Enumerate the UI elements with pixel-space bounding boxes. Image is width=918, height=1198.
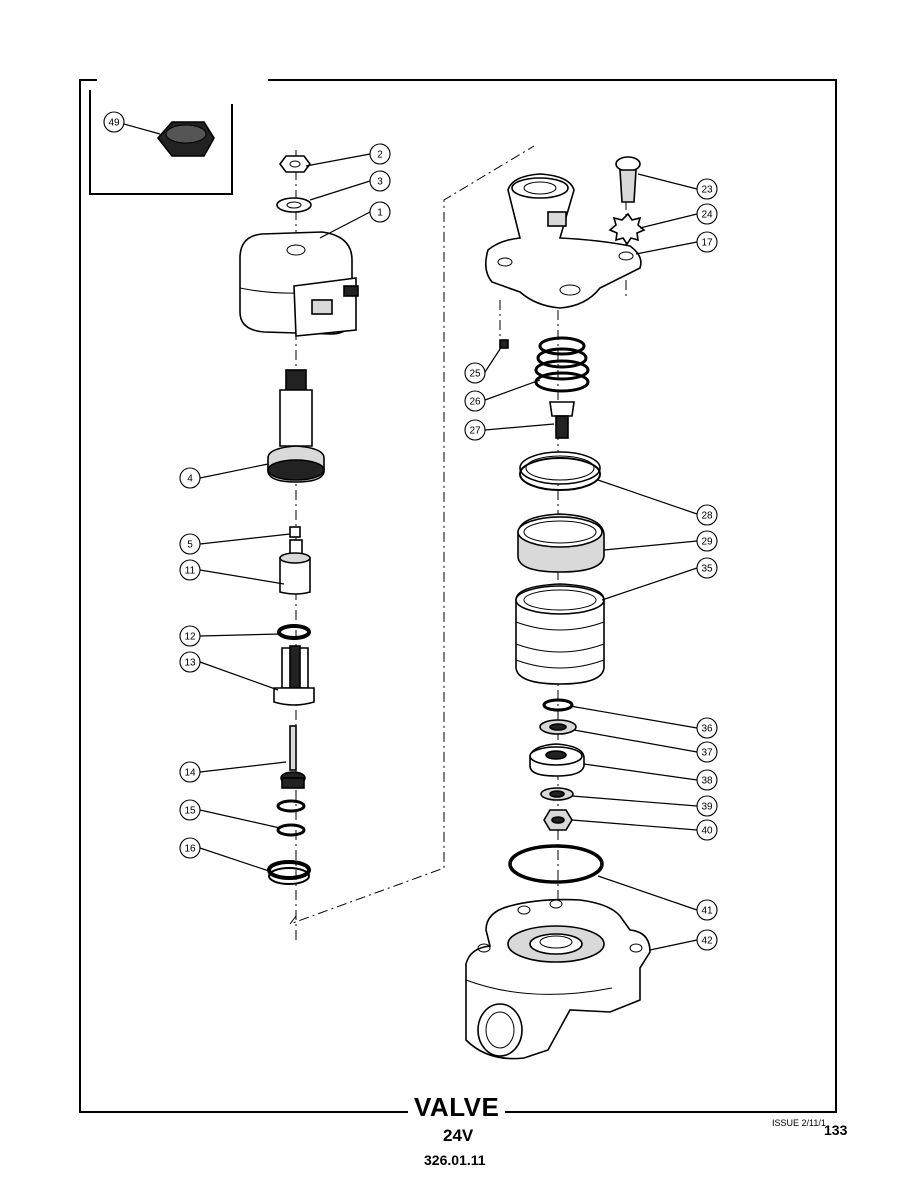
callout-41: 41	[696, 899, 718, 921]
callout-label: 29	[701, 537, 713, 548]
callout-17: 17	[696, 231, 718, 253]
callout-3: 3	[369, 170, 391, 192]
part-24-star-washer	[608, 212, 646, 246]
callout-label: 36	[701, 724, 713, 735]
callout-label: 42	[701, 936, 713, 947]
callout-2: 2	[369, 143, 391, 165]
callout-label: 14	[184, 768, 196, 779]
leader-lines	[123, 123, 698, 951]
part-28-ring	[519, 451, 601, 491]
part-12-o-ring	[277, 624, 311, 640]
part-25-pin	[499, 339, 509, 349]
page-frame	[79, 79, 837, 1113]
part-49-nut	[156, 121, 215, 157]
callout-40: 40	[696, 819, 718, 841]
part-36-o-ring	[542, 698, 574, 712]
callout-label: 25	[469, 369, 481, 380]
callout-label: 2	[377, 150, 383, 161]
callout-label: 13	[184, 658, 196, 669]
part-3-washer	[276, 197, 312, 213]
callout-label: 41	[701, 906, 713, 917]
part-29-band	[517, 513, 605, 573]
callout-49: 49	[103, 111, 125, 133]
part-35-diaphragm	[515, 583, 605, 685]
part-5-pin	[289, 526, 301, 538]
part-23-screw	[615, 156, 641, 203]
diagram-title: VALVE	[408, 1092, 506, 1123]
part-16-seal-ring	[267, 860, 311, 885]
callout-23: 23	[696, 178, 718, 200]
callout-label: 38	[701, 776, 713, 787]
callout-label: 4	[187, 474, 193, 485]
callout-label: 37	[701, 748, 713, 759]
callout-label: 27	[469, 426, 481, 437]
callout-label: 28	[701, 511, 713, 522]
part-1-coil	[239, 231, 359, 337]
callout-37: 37	[696, 741, 718, 763]
callout-24: 24	[696, 203, 718, 225]
part-39-washer	[540, 787, 574, 801]
callout-label: 1	[377, 208, 383, 219]
callout-label: 12	[184, 632, 196, 643]
callout-36: 36	[696, 717, 718, 739]
part-38-seat	[529, 743, 585, 777]
callout-38: 38	[696, 769, 718, 791]
callout-42: 42	[696, 929, 718, 951]
callout-39: 39	[696, 795, 718, 817]
callout-4: 4	[179, 467, 201, 489]
part-17-valve-cover	[484, 173, 642, 309]
callout-label: 39	[701, 802, 713, 813]
part-2-nut	[279, 155, 311, 173]
callout-29: 29	[696, 530, 718, 552]
part-27-pilot	[549, 401, 575, 439]
inset-frame	[89, 90, 233, 195]
callout-label: 15	[184, 806, 196, 817]
callout-label: 26	[469, 397, 481, 408]
part-4-stem	[267, 369, 325, 483]
callout-28: 28	[696, 504, 718, 526]
part-37-washer	[539, 719, 577, 735]
part-13-sleeve	[273, 645, 315, 706]
callout-13: 13	[179, 651, 201, 673]
part-40-nut	[543, 809, 573, 831]
callout-label: 16	[184, 844, 196, 855]
callout-label: 23	[701, 185, 713, 196]
callout-15: 15	[179, 799, 201, 821]
part-code: 326.01.11	[424, 1152, 486, 1168]
issue-label: ISSUE 2/11/1	[772, 1118, 826, 1128]
callout-11: 11	[179, 559, 201, 581]
part-26-spring	[534, 336, 590, 393]
callout-label: 24	[701, 210, 713, 221]
part-41-o-ring	[508, 844, 604, 884]
callout-12: 12	[179, 625, 201, 647]
part-42-valve-body	[465, 898, 651, 1060]
callout-27: 27	[464, 419, 486, 441]
page-number: 133	[824, 1122, 848, 1138]
callout-14: 14	[179, 761, 201, 783]
callout-35: 35	[696, 557, 718, 579]
callout-label: 17	[701, 238, 713, 249]
callout-label: 35	[701, 564, 713, 575]
callout-label: 49	[108, 118, 120, 129]
callout-1: 1	[369, 201, 391, 223]
part-14-pin	[280, 725, 306, 789]
callout-label: 5	[187, 540, 193, 551]
callout-label: 3	[377, 177, 383, 188]
part-11-plunger	[279, 539, 311, 595]
callout-5: 5	[179, 533, 201, 555]
diagram-subtitle: 24V	[443, 1126, 474, 1145]
part-15-o-rings	[276, 799, 306, 837]
callout-26: 26	[464, 390, 486, 412]
callout-label: 11	[185, 566, 196, 577]
callout-25: 25	[464, 362, 486, 384]
callout-label: 40	[701, 826, 713, 837]
callout-16: 16	[179, 837, 201, 859]
